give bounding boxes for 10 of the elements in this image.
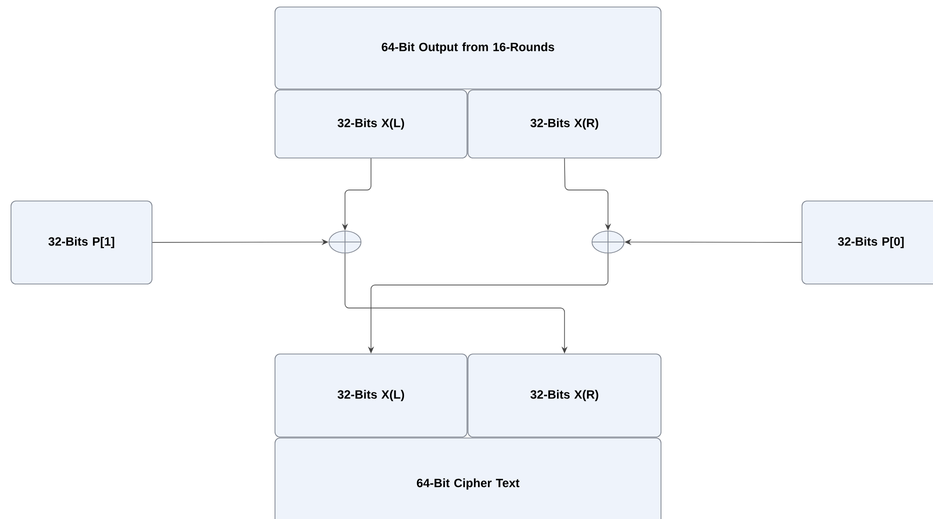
process-box: 64-Bit Output from 16-Rounds — [274, 6, 662, 90]
xor-symbol — [592, 230, 624, 254]
process-box: 32-Bits X(L) — [274, 90, 468, 158]
process-box: 32-Bits X(L) — [274, 354, 468, 438]
process-box: 32-Bits P[1] — [10, 200, 152, 284]
xor-symbol — [328, 230, 362, 254]
process-box: 32-Bits P[0] — [802, 200, 933, 284]
process-box: 32-Bits X(R) — [468, 354, 662, 438]
process-box: 32-Bits X(R) — [468, 90, 662, 158]
process-box: 64-Bit Cipher Text — [274, 438, 662, 519]
